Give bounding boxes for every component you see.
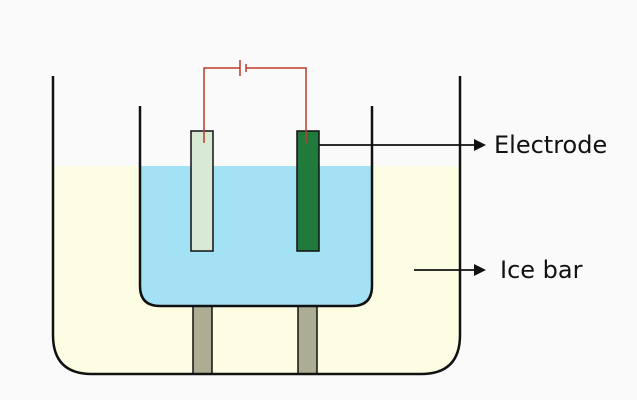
electrode-right [296, 130, 320, 252]
ice-bar-label: Ice bar [500, 256, 583, 284]
electrode-left [190, 130, 214, 252]
outer-container [51, 76, 462, 376]
support-post-right [297, 305, 318, 375]
ice-bar-arrow-head [474, 264, 486, 276]
inner-beaker [138, 106, 374, 308]
electrode-label: Electrode [494, 131, 607, 159]
electrode-arrow-head [474, 139, 486, 151]
inner-beaker-water [140, 166, 372, 306]
wire-circuit [203, 67, 307, 143]
support-post-left [192, 305, 213, 375]
